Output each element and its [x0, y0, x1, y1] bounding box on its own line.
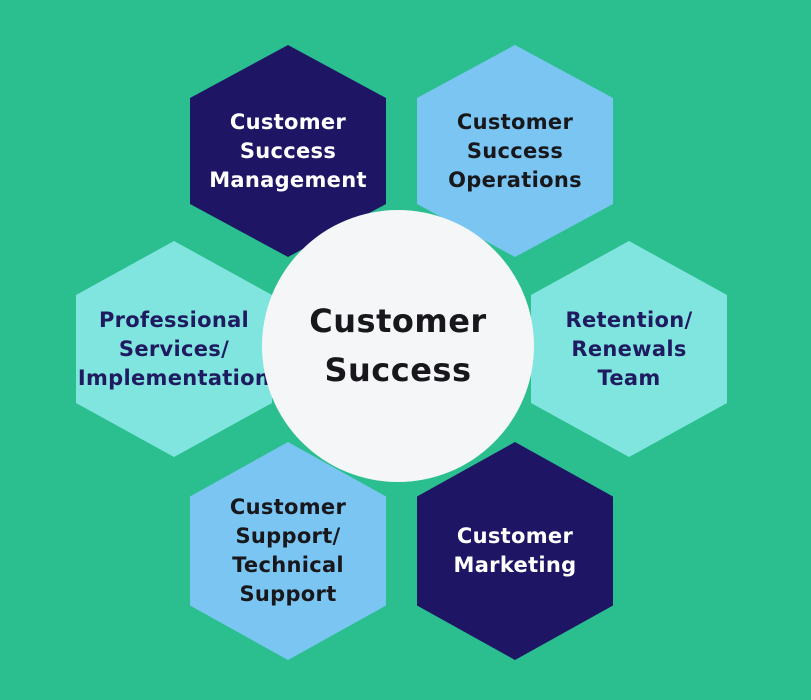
- diagram-title: Customer Success: [309, 302, 487, 389]
- hexagon-customer-success-management-label: Customer Success Management: [209, 109, 367, 192]
- center-circle: Customer Success: [262, 210, 534, 482]
- hexagon-professional-services-implementation: Professional Services/ Implementation: [76, 241, 272, 457]
- hexagon-customer-marketing: Customer Marketing: [417, 442, 613, 660]
- hexagon-customer-marketing-label: Customer Marketing: [453, 524, 577, 577]
- hexagon-professional-services-implementation-label: Professional Services/ Implementation: [77, 307, 271, 390]
- hexagon-retention-renewals-team: Retention/ Renewals Team: [531, 241, 727, 457]
- hexagon-customer-support-technical-support-label: Customer Support/ Technical Support: [229, 495, 347, 606]
- hexagon-retention-renewals-team-label: Retention/ Renewals Team: [565, 307, 693, 390]
- hexagon-customer-success-operations-label: Customer Success Operations: [448, 109, 582, 192]
